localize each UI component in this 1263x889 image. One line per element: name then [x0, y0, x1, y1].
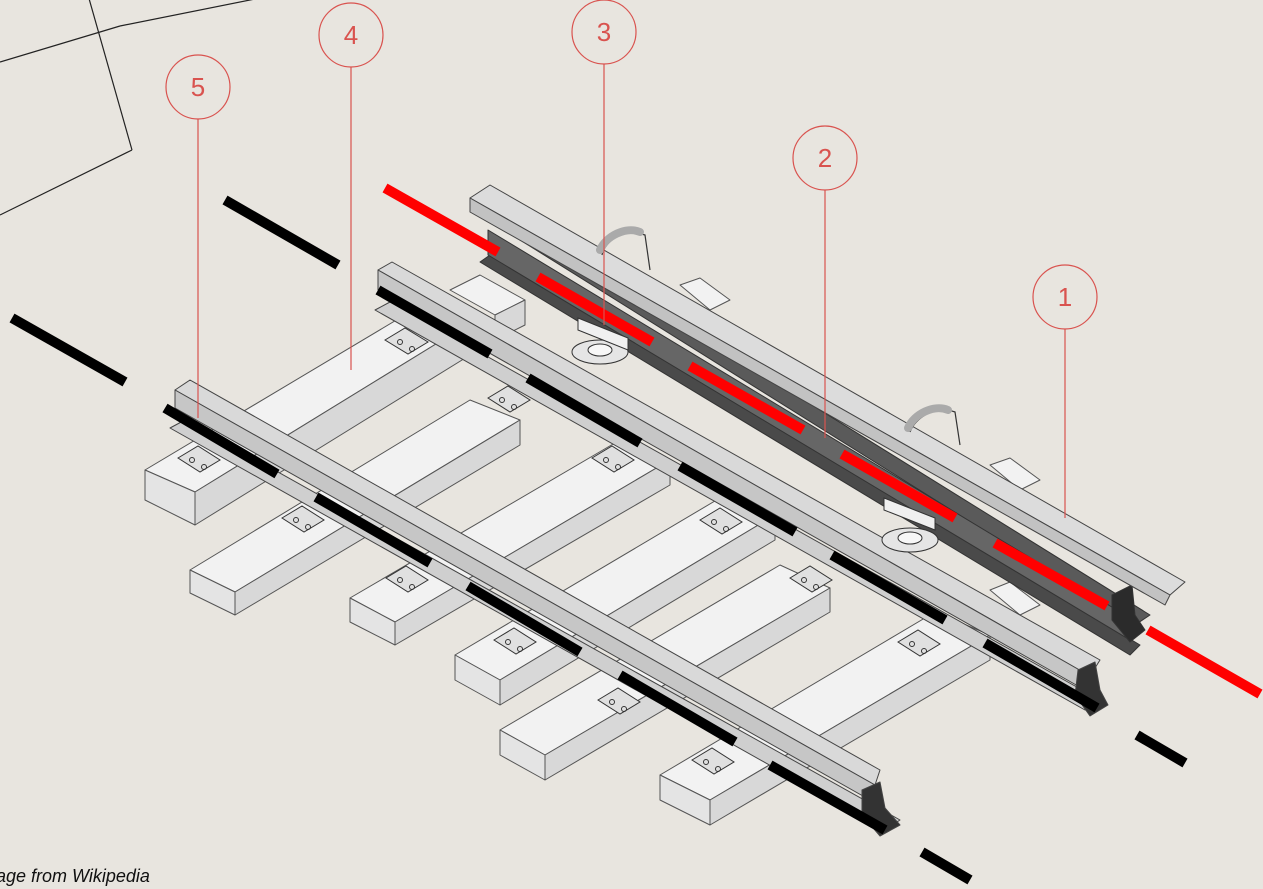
callout-3	[571, 0, 637, 325]
clip-icon	[789, 565, 833, 593]
clip-icon	[897, 629, 941, 657]
callout-5	[165, 54, 231, 418]
callout-label-3: 3	[597, 17, 611, 47]
callout-label-2: 2	[818, 143, 832, 173]
rail-top	[469, 184, 1186, 606]
sleeper-3	[349, 439, 671, 646]
clip-icon	[493, 627, 537, 655]
clip-icon	[487, 385, 531, 413]
callout-label-5: 5	[191, 72, 205, 102]
callout-1	[1032, 264, 1098, 518]
clip-icon	[591, 445, 635, 473]
callout-4	[318, 2, 384, 370]
clip-icon	[385, 565, 429, 593]
clip-icon	[281, 505, 325, 533]
callouts	[165, 0, 1098, 518]
support-pieces	[571, 226, 961, 553]
black-dashed-lines	[9, 195, 1188, 885]
sleeper-back-2	[679, 277, 731, 311]
callout-label-4: 4	[344, 20, 358, 50]
red-dashed-line	[382, 183, 1263, 699]
clip-icon	[177, 445, 221, 473]
corner-frame-lines	[0, 0, 254, 216]
clip-icon	[699, 507, 743, 535]
callout-label-1: 1	[1058, 282, 1072, 312]
image-credit: Image from Wikipedia	[0, 866, 150, 886]
rail-clips	[177, 327, 941, 775]
clip-icon	[691, 747, 735, 775]
callout-2	[792, 125, 858, 438]
sleeper-back-4	[989, 581, 1041, 616]
clip-icon	[597, 687, 641, 715]
sleeper-6	[659, 611, 991, 826]
clip-icon	[384, 327, 429, 355]
